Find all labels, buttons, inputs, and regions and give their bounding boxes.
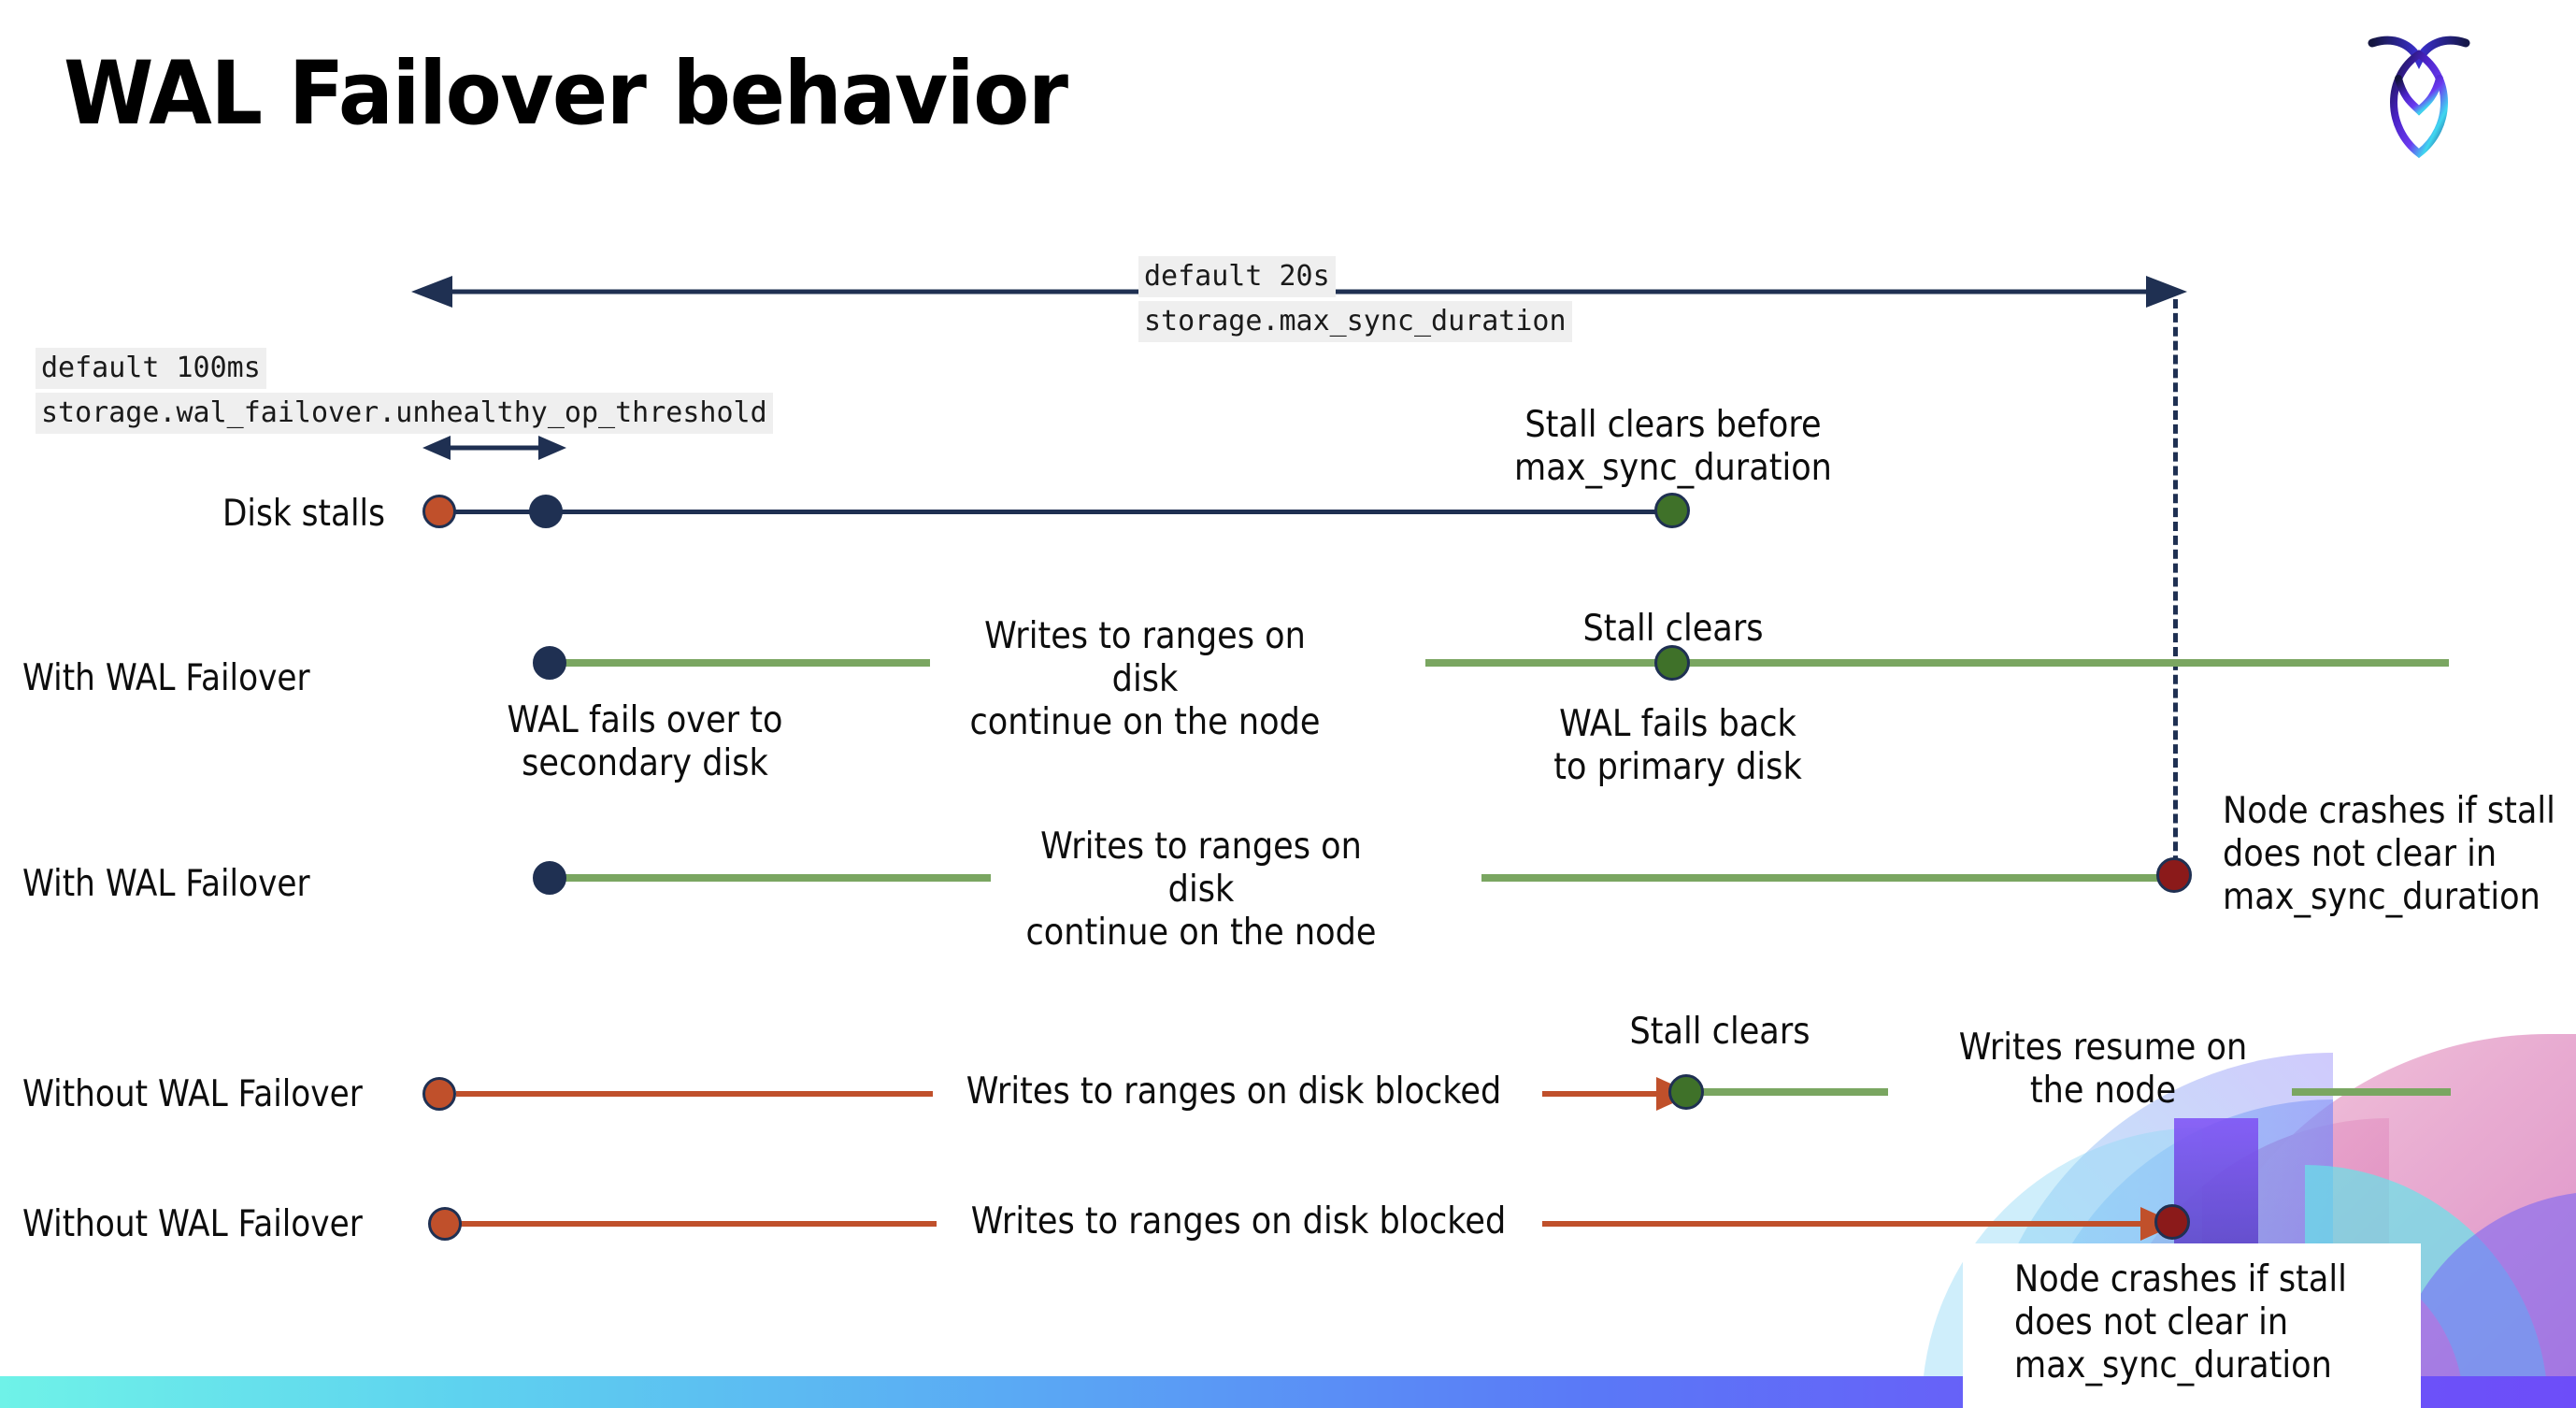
annotation-node-crashes-row3: Node crashes if stall does not clear in … bbox=[2223, 790, 2555, 919]
without-failover-crashes-red-segment-a bbox=[460, 1221, 937, 1227]
annotation-writes-continue-row2: Writes to ranges on disk continue on the… bbox=[969, 615, 1321, 744]
with-failover-crashes-segment-b bbox=[1481, 874, 2182, 882]
max-sync-duration-dashed-guide bbox=[2173, 299, 2178, 879]
without-failover-recovers-green-segment bbox=[1694, 1088, 1888, 1096]
row-label-disk-stalls: Disk stalls bbox=[222, 493, 385, 535]
disk-stalls-timeline bbox=[439, 510, 1673, 514]
annotation-writes-resume-row4: Writes resume on the node bbox=[1958, 1027, 2248, 1113]
cockroach-labs-logo-icon bbox=[2368, 36, 2470, 159]
disk-stalls-failover-dot bbox=[529, 495, 563, 528]
disk-stalls-start-dot bbox=[422, 495, 456, 528]
annotation-writes-continue-row3: Writes to ranges on disk continue on the… bbox=[1025, 826, 1377, 955]
node-crashes-callout-plate bbox=[1963, 1243, 2421, 1408]
with-failover-crashes-crash-dot bbox=[2156, 857, 2192, 893]
without-failover-crashes-start-dot bbox=[428, 1207, 462, 1241]
with-failover-crashes-failover-dot bbox=[533, 861, 566, 895]
without-failover-recovers-red-segment bbox=[456, 1091, 933, 1097]
annotation-wal-fails-back-primary: WAL fails back to primary disk bbox=[1553, 703, 1802, 789]
page-title: WAL Failover behavior bbox=[64, 43, 1068, 145]
with-failover-crashes-segment-a bbox=[551, 874, 991, 882]
without-failover-crashes-arrow bbox=[1542, 1207, 2178, 1241]
unhealthy-op-threshold-span-arrow bbox=[422, 436, 566, 460]
without-failover-recovers-clear-dot bbox=[1668, 1074, 1704, 1110]
annotation-wal-fails-over-secondary: WAL fails over to secondary disk bbox=[507, 699, 783, 785]
without-failover-crashes-crash-dot bbox=[2154, 1204, 2190, 1240]
annotation-stall-clears-before-max-sync: Stall clears before max_sync_duration bbox=[1514, 404, 1832, 490]
row-label-without-wal-failover-recovers: Without WAL Failover bbox=[22, 1073, 363, 1115]
without-failover-recovers-green-segment-far bbox=[2292, 1088, 2451, 1096]
row-label-with-wal-failover-recovers: With WAL Failover bbox=[22, 657, 310, 699]
row-label-with-wal-failover-crashes: With WAL Failover bbox=[22, 863, 310, 905]
annotation-node-crashes-row5: Node crashes if stall does not clear in … bbox=[2014, 1258, 2347, 1387]
annotation-stall-clears-row2: Stall clears bbox=[1582, 608, 1764, 650]
unhealthy-op-threshold-default: default 100ms bbox=[36, 348, 266, 389]
with-failover-recovers-failover-dot bbox=[533, 646, 566, 680]
with-failover-recovers-segment-b bbox=[1425, 659, 2449, 667]
row-label-without-wal-failover-crashes: Without WAL Failover bbox=[22, 1203, 363, 1245]
annotation-writes-blocked-row4: Writes to ranges on disk blocked bbox=[966, 1070, 1502, 1113]
with-failover-recovers-segment-a bbox=[551, 659, 930, 667]
with-failover-recovers-clear-dot bbox=[1654, 645, 1690, 681]
max-sync-duration-name: storage.max_sync_duration bbox=[1138, 300, 1572, 342]
unhealthy-op-threshold-chip-group: default 100ms storage.wal_failover.unhea… bbox=[36, 348, 773, 434]
without-failover-recovers-start-dot bbox=[422, 1077, 456, 1111]
max-sync-duration-default: default 20s bbox=[1138, 256, 1336, 297]
max-sync-duration-chip-group: default 20s storage.max_sync_duration bbox=[1138, 256, 1572, 342]
disk-stalls-clear-dot bbox=[1654, 493, 1690, 528]
annotation-writes-blocked-row5: Writes to ranges on disk blocked bbox=[970, 1200, 1507, 1243]
unhealthy-op-threshold-name: storage.wal_failover.unhealthy_op_thresh… bbox=[36, 392, 773, 434]
annotation-stall-clears-row4: Stall clears bbox=[1629, 1011, 1810, 1053]
